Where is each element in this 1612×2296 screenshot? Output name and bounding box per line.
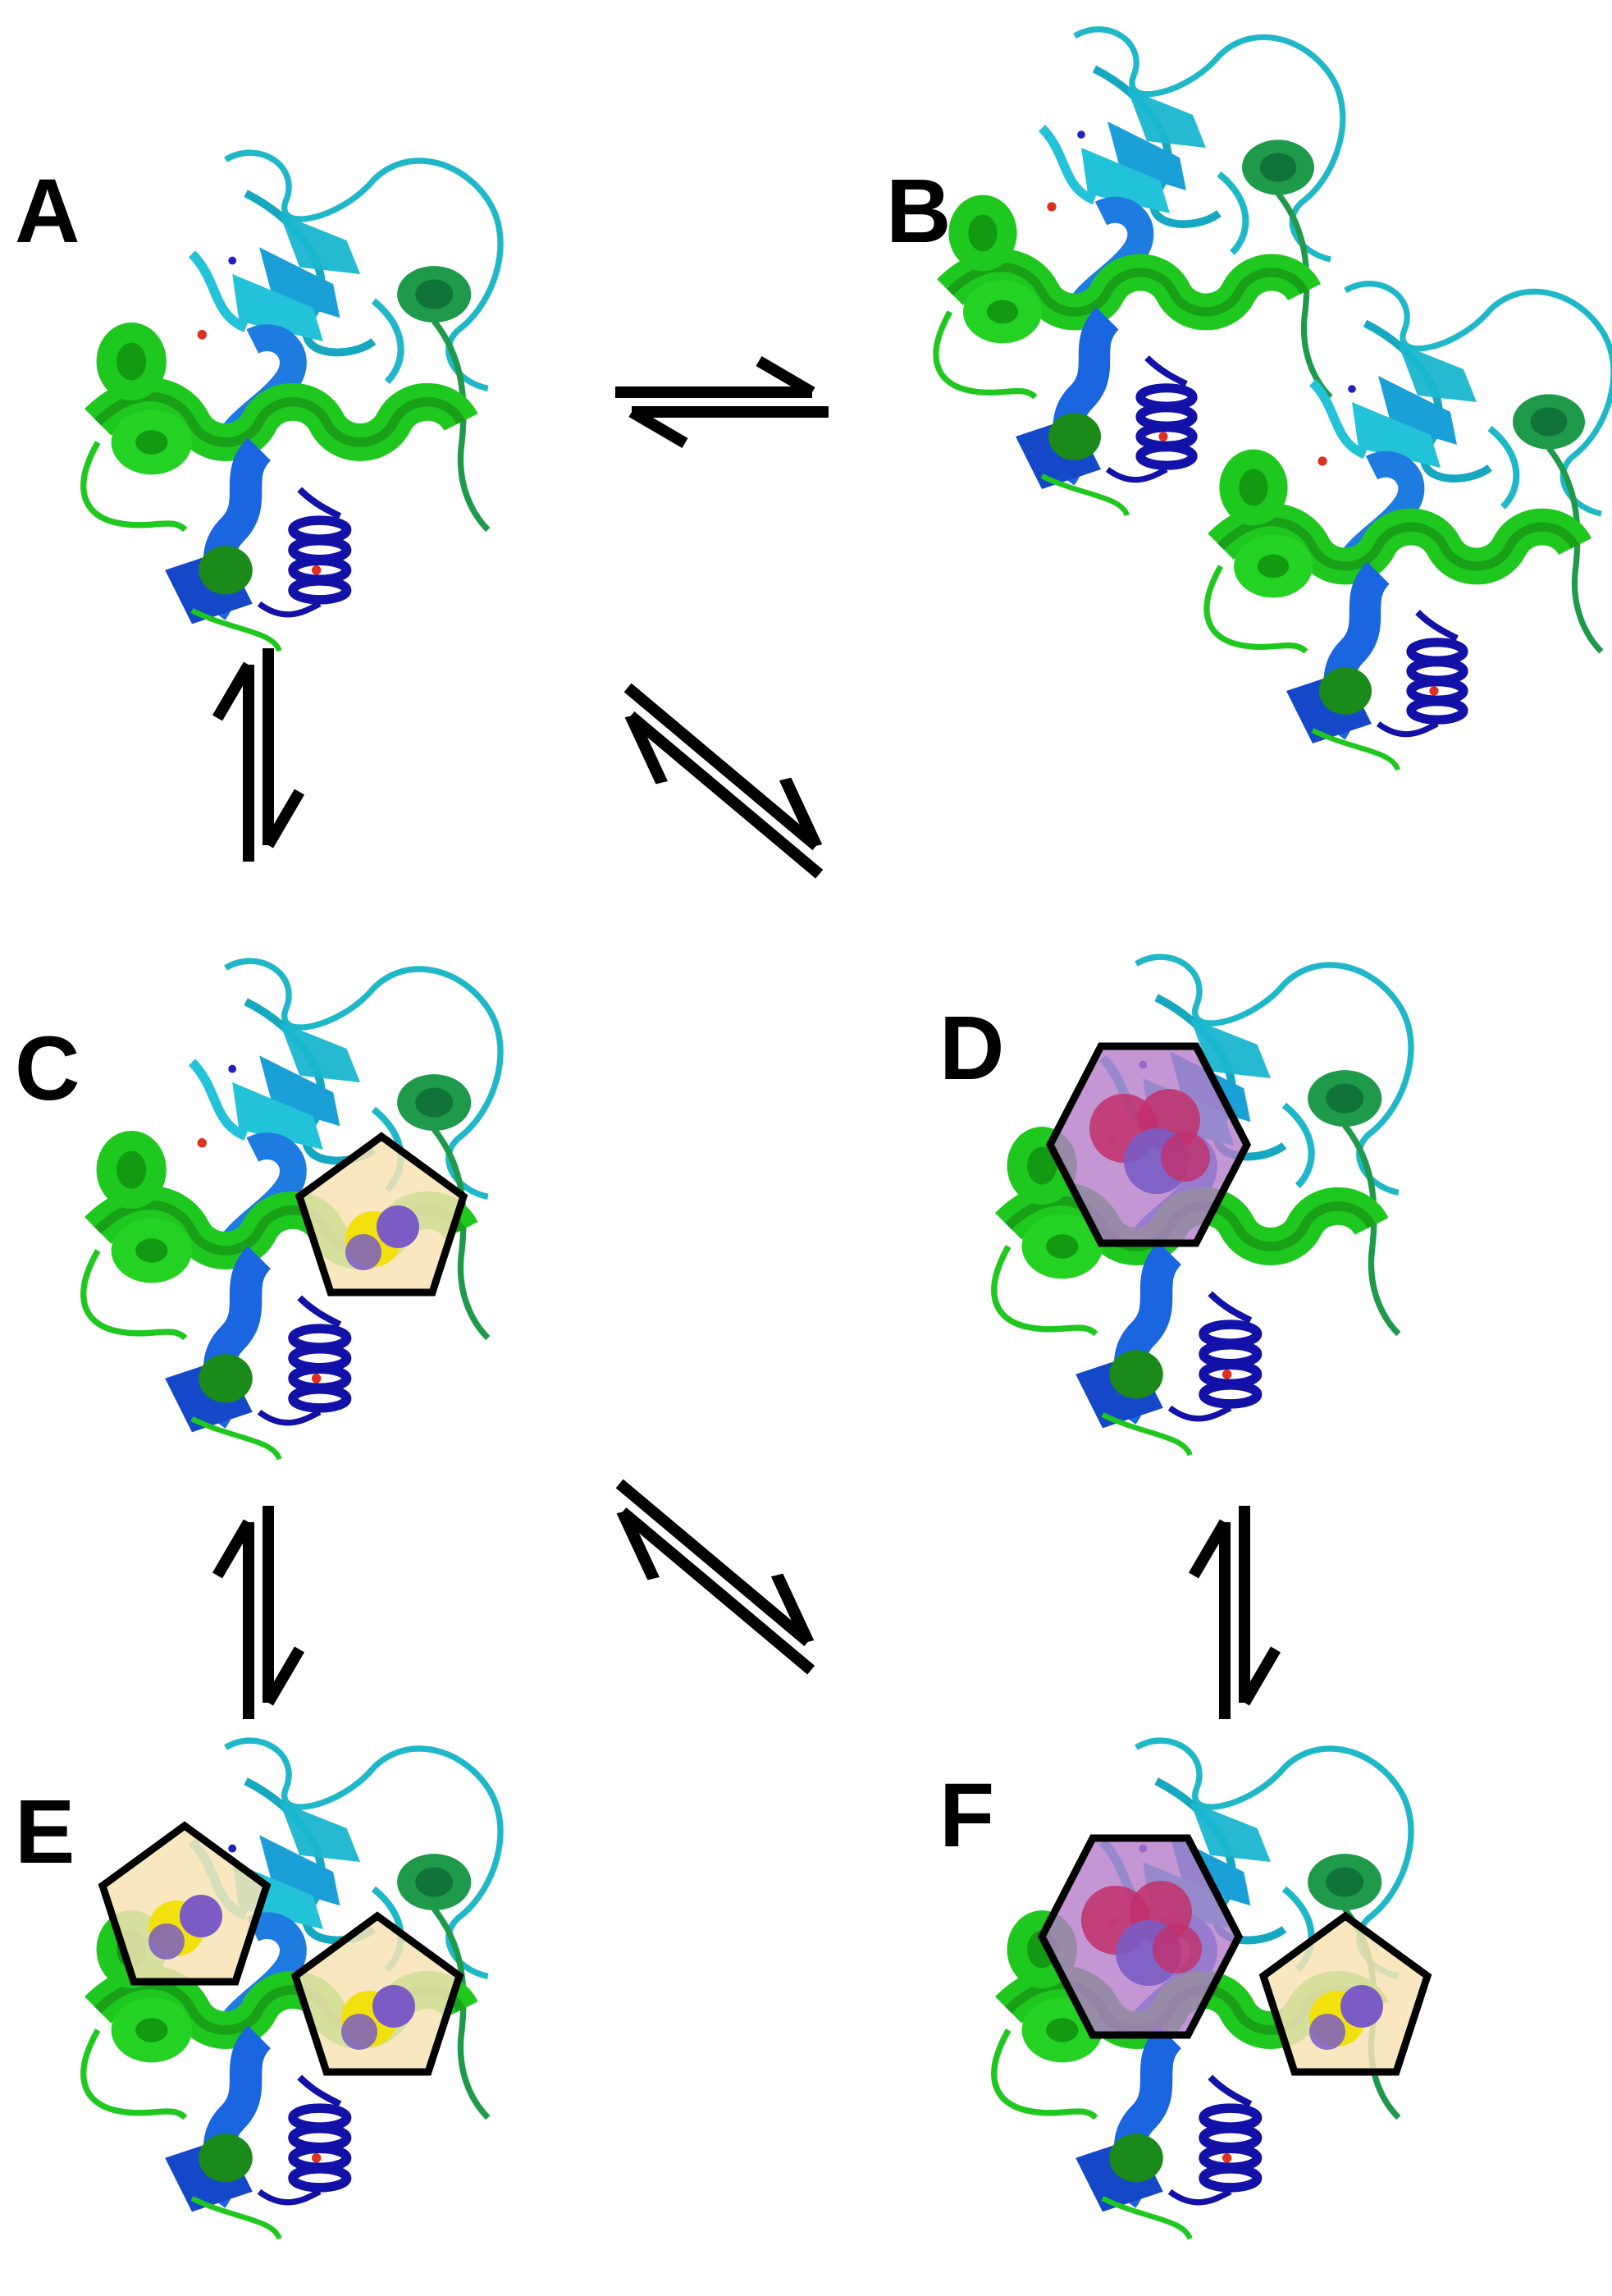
panel-label-a: A <box>15 161 80 262</box>
equilibrium-arrow-c-f <box>587 1460 843 1695</box>
protein-b2 <box>1207 284 1612 770</box>
equilibrium-arrow-a-b <box>615 361 829 443</box>
panel-f: F <box>939 1740 1427 2239</box>
protein-b1 <box>936 30 1343 515</box>
ligand-pentagon-f <box>1263 1916 1427 2072</box>
equilibrium-arrow-a-c <box>217 648 299 862</box>
panel-a: A <box>15 153 500 651</box>
panel-label-d: D <box>939 998 1004 1099</box>
ligand-pentagon-e1 <box>103 1826 267 1982</box>
panel-label-b: B <box>886 161 951 262</box>
equilibrium-arrow-a-d <box>595 664 852 899</box>
equilibrium-arrow-d-f <box>1194 1506 1276 1719</box>
protein-a <box>84 153 500 651</box>
panel-label-e: E <box>15 1781 75 1882</box>
panel-e: E <box>15 1740 500 2239</box>
equilibrium-arrow-c-e <box>217 1506 299 1719</box>
panel-label-f: F <box>939 1765 994 1866</box>
panel-c: C <box>15 961 500 1459</box>
panel-label-c: C <box>15 1018 80 1119</box>
panel-d: D <box>939 957 1411 1455</box>
panel-b: B <box>886 30 1612 770</box>
